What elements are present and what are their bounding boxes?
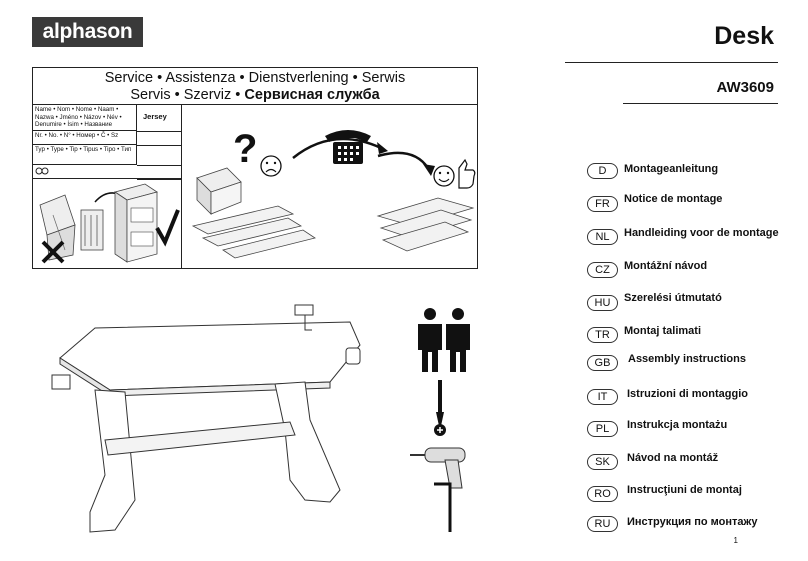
- desk-top: [59, 321, 361, 391]
- lang-code-pl: PL: [587, 421, 618, 437]
- service-line-2-bold: Сервисная служба: [244, 87, 380, 103]
- lang-code-it: IT: [587, 389, 618, 405]
- lang-text-ru: Инструкция по монтажу: [627, 516, 758, 528]
- cross-icon: [41, 240, 65, 264]
- row-rule: [137, 165, 181, 166]
- open-box-icon: [196, 167, 242, 215]
- type-label: Typ • Type • Tip • Tipus • Tipo • Тип: [33, 145, 137, 165]
- lang-code-sk: SK: [587, 454, 618, 470]
- happy-face-icon: [433, 165, 455, 187]
- lang-text-cz: Montážní návod: [624, 260, 708, 272]
- side-hook-icon: [51, 374, 71, 390]
- service-box: Service • Assistenza • Dienstverlening •…: [32, 67, 478, 269]
- return-process-illustration: [39, 183, 180, 264]
- packed-box-icon: [80, 209, 104, 251]
- service-symbol-icon: [35, 167, 49, 175]
- page-number: 1: [733, 536, 738, 545]
- model-rule: [623, 103, 778, 104]
- service-line-2: Servis • Szerviz • Сервисная служба: [33, 87, 477, 104]
- thumbs-up-icon: [458, 158, 476, 189]
- lang-code-tr: TR: [587, 327, 618, 343]
- desk-right-leg: [274, 381, 341, 503]
- two-people-icon: [418, 308, 470, 372]
- lang-code-d: D: [587, 163, 618, 179]
- title-rule: [565, 62, 778, 63]
- service-icon-cell: [33, 165, 181, 179]
- service-line-1: Service • Assistenza • Dienstverlening •…: [104, 70, 406, 86]
- question-mark-icon: ?: [233, 127, 257, 171]
- screwdriver-icon: [434, 380, 446, 436]
- panels-right-icon: [376, 197, 475, 252]
- desk-illustration: [51, 304, 361, 533]
- lang-code-fr: FR: [587, 196, 618, 212]
- panels-left-icon: [191, 205, 316, 259]
- tools-illustration: [410, 308, 470, 532]
- lang-code-ro: RO: [587, 486, 618, 502]
- lang-text-it: Istruzioni di montaggio: [627, 388, 748, 400]
- table-divider: [181, 105, 182, 269]
- lang-text-nl: Handleiding voor de montage: [624, 227, 779, 239]
- brand-logo: alphason: [32, 17, 143, 47]
- desk-shelf: [104, 421, 296, 456]
- name-label: Name • Nom • Nome • Naam • Nazwa • Jméno…: [33, 105, 137, 131]
- model-number: AW3609: [716, 79, 774, 96]
- value-cell: Jersey: [137, 105, 181, 180]
- lang-text-ro: Instrucţiuni de montaj: [627, 484, 742, 496]
- lang-text-d: Montageanleitung: [624, 163, 719, 175]
- lang-code-ru: RU: [587, 516, 618, 532]
- lang-code-hu: HU: [587, 295, 618, 311]
- lang-text-pl: Instrukcja montażu: [627, 419, 728, 431]
- sad-face-icon: [260, 155, 282, 177]
- service-line-2-plain: Servis • Szerviz •: [130, 87, 245, 103]
- checkmark-icon: [155, 209, 180, 247]
- headphone-hook-icon: [294, 304, 314, 316]
- lang-text-hu: Szerelési útmutató: [624, 292, 722, 304]
- row-rule: [137, 145, 181, 146]
- filing-cabinet-icon: [114, 183, 158, 263]
- service-value: Jersey: [143, 112, 167, 121]
- lang-text-sk: Návod na montáž: [627, 452, 719, 464]
- lang-code-cz: CZ: [587, 262, 618, 278]
- telephone-icon: [325, 130, 371, 164]
- lang-code-gb: GB: [587, 355, 618, 371]
- drill-icon: [410, 447, 466, 489]
- allen-key-icon: [434, 482, 452, 532]
- desk-left-leg: [89, 389, 136, 533]
- row-rule: [137, 131, 181, 132]
- service-table: Name • Nom • Nome • Naam • Nazwa • Jméno…: [33, 105, 181, 269]
- lang-text-tr: Montaj talimati: [624, 325, 702, 337]
- lang-text-fr: Notice de montage: [624, 193, 723, 205]
- service-header: Service • Assistenza • Dienstverlening •…: [33, 68, 477, 105]
- number-label: Nr. • No. • N° • Номер • Č • Sz: [33, 131, 137, 145]
- lang-code-nl: NL: [587, 229, 618, 245]
- service-call-illustration: ?: [191, 127, 476, 259]
- lang-text-gb: Assembly instructions: [628, 353, 746, 365]
- cup-holder-icon: [345, 347, 361, 365]
- document-title: Desk: [714, 22, 774, 50]
